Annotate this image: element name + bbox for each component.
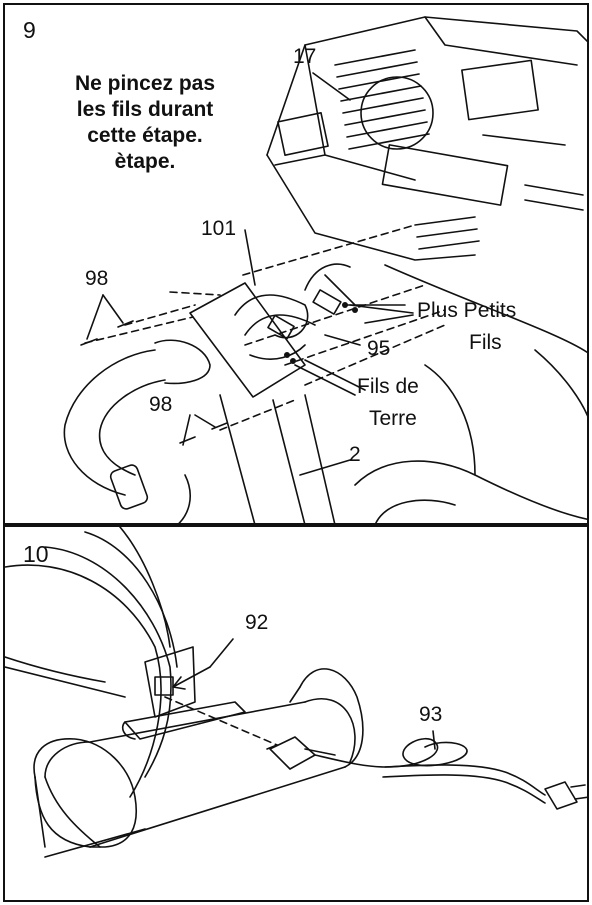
alignment-lines	[84, 224, 446, 431]
callout-upright: 2	[349, 443, 361, 466]
label-small-wires-line1: Plus Petits	[417, 299, 517, 322]
label-ground-wires-line1: Fils de	[357, 375, 419, 398]
step-9-panel: 9 Ne pincez pas les fils durant cette ét…	[3, 3, 589, 525]
label-ground-wires-line2: Terre	[369, 407, 417, 430]
power-cord-plug	[266, 736, 336, 770]
step-10-illustration	[5, 527, 587, 858]
callout-console: 17	[293, 45, 317, 68]
bracket-plate	[189, 282, 306, 398]
callout-screws-upper: 98	[85, 267, 109, 290]
receptacle-plate	[144, 646, 196, 718]
step-10-panel: 10 92 93	[3, 525, 589, 902]
callout-power-cord: 93	[419, 703, 443, 726]
warning-line: Ne pincez pas	[74, 72, 216, 95]
step-number: 9	[23, 17, 36, 43]
flywheel-housing	[5, 527, 178, 798]
label-small-wires-line2: Fils	[469, 331, 502, 354]
callout-harness: 95	[367, 337, 391, 360]
console-illustration	[266, 16, 587, 261]
callout-receptacle: 92	[245, 611, 269, 634]
warning-line: les fils durant	[76, 98, 214, 121]
warning-line: ètape.	[114, 150, 176, 173]
warning-line: cette étape.	[87, 124, 203, 147]
step-9-illustration	[63, 16, 587, 523]
warning-note: Ne pincez pas les fils durant cette étap…	[45, 71, 245, 175]
callout-screws-lower: 98	[149, 393, 173, 416]
callout-wire-bracket: 101	[201, 217, 237, 240]
step-number: 10	[23, 541, 49, 567]
